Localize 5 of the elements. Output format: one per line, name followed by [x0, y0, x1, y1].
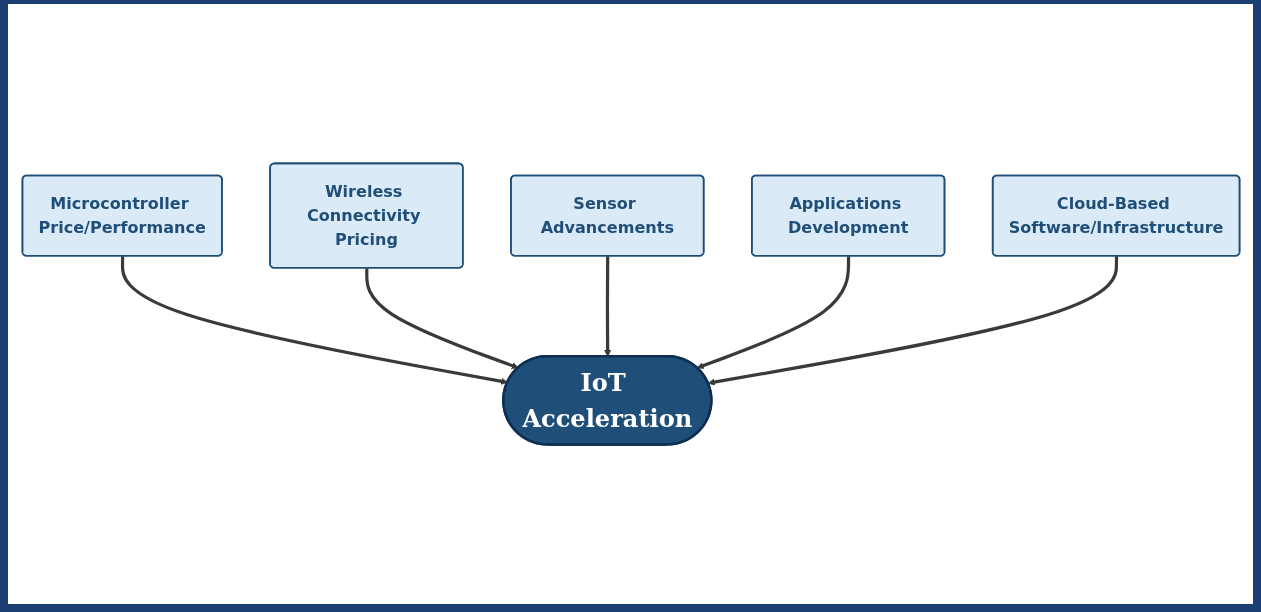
arrow [603, 256, 611, 357]
arrow [707, 256, 1118, 386]
arrow [364, 268, 519, 370]
arrow [696, 256, 850, 370]
arrow [120, 256, 508, 385]
